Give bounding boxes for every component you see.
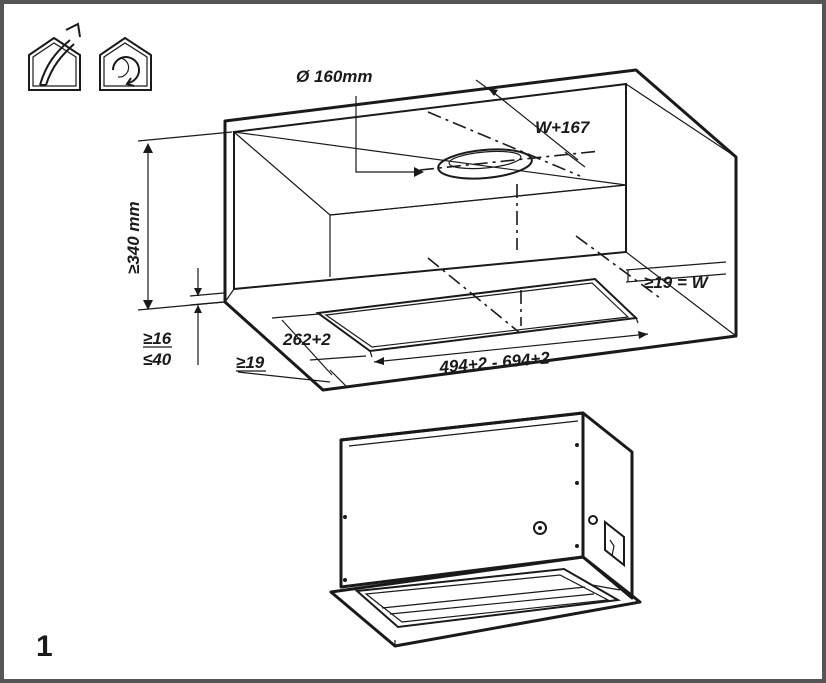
front-gap-dimension-line bbox=[237, 369, 349, 389]
duct-diameter-label: Ø 160mm bbox=[296, 67, 373, 86]
hood-unit bbox=[329, 411, 642, 648]
w167-dimension-line bbox=[475, 79, 586, 168]
house-exhaust-icon bbox=[28, 22, 81, 91]
depth-dimension-line bbox=[271, 313, 367, 376]
min-height-label: ≥340 mm bbox=[124, 201, 143, 274]
panel-thickness-min-label: ≥16 bbox=[143, 329, 172, 348]
panel-thickness-dimension-line bbox=[189, 268, 225, 365]
wall-cabinet bbox=[223, 68, 738, 392]
center-lines bbox=[419, 111, 661, 334]
duct-diameter-leader bbox=[355, 96, 424, 177]
duct-opening bbox=[437, 148, 533, 180]
side-gap-dimension-line bbox=[625, 261, 727, 283]
width-dimension-line bbox=[373, 331, 649, 365]
w167-label: W+167 bbox=[535, 118, 591, 137]
height-dimension-line bbox=[137, 131, 233, 311]
side-gap-label: ≥19 = W bbox=[644, 273, 710, 292]
depth-label: 262+2 bbox=[282, 330, 331, 349]
figure-number: 1 bbox=[36, 630, 53, 663]
front-gap-label: ≥19 bbox=[236, 353, 265, 372]
width-range-label: 494+2 - 694+2 bbox=[438, 348, 551, 377]
bottom-cutout bbox=[315, 277, 639, 358]
panel-thickness-max-label: ≤40 bbox=[143, 350, 172, 369]
house-recirculation-icon bbox=[99, 36, 152, 91]
